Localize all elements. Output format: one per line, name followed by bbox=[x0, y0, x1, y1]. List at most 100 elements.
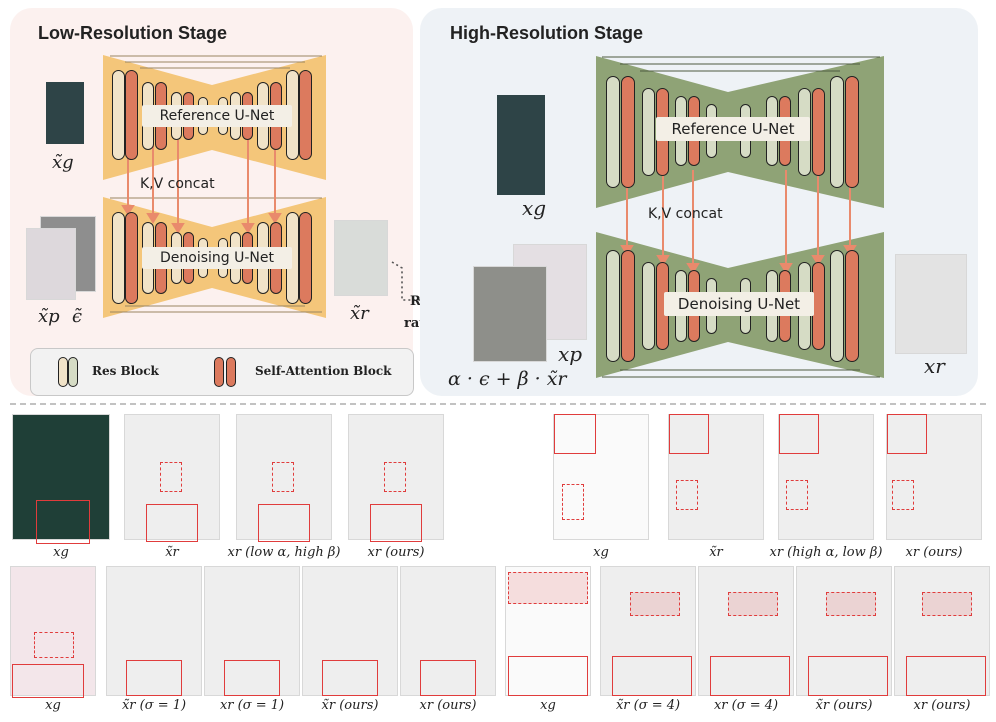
example-caption: x̃r (ours) bbox=[815, 698, 873, 713]
zoom-box bbox=[906, 656, 986, 696]
res-block bbox=[830, 76, 844, 188]
garment-image-low bbox=[46, 82, 84, 144]
example-caption: xr (high α, low β) bbox=[769, 545, 883, 560]
zoom-box bbox=[779, 414, 819, 454]
example-result bbox=[400, 566, 496, 696]
zoom-box bbox=[384, 462, 406, 492]
zoom-box bbox=[676, 480, 698, 510]
label-xp-tilde: x̃p bbox=[38, 306, 60, 327]
example-caption: xr (ours) bbox=[905, 545, 963, 560]
res-block bbox=[606, 76, 620, 188]
low-reference-unet-label: Reference U-Net bbox=[142, 105, 292, 127]
zoom-box bbox=[554, 414, 596, 454]
zoom-box bbox=[146, 504, 198, 542]
example-caption: x̃r (σ = 1) bbox=[121, 698, 187, 713]
example-result bbox=[668, 414, 764, 540]
attention-block bbox=[845, 76, 859, 188]
result-image-low bbox=[334, 220, 388, 296]
zoom-box bbox=[562, 484, 584, 520]
high-denoising-unet-label: Denoising U-Net bbox=[664, 292, 814, 316]
example-result bbox=[600, 566, 696, 696]
example-caption: x̃r (σ = 4) bbox=[615, 698, 681, 713]
section-divider bbox=[10, 403, 986, 405]
res-block bbox=[606, 250, 620, 362]
res-block bbox=[112, 70, 125, 160]
example-result bbox=[698, 566, 794, 696]
label-xr-tilde: x̃r bbox=[350, 303, 369, 324]
label-xp: xp bbox=[558, 342, 583, 366]
zoom-box bbox=[272, 462, 294, 492]
attention-block bbox=[621, 250, 635, 362]
example-caption: x̃r bbox=[165, 545, 179, 560]
legend-res-block-icon bbox=[58, 357, 68, 387]
zoom-box bbox=[508, 656, 588, 696]
attention-block bbox=[812, 88, 825, 176]
low-kv-concat-label: K,V concat bbox=[140, 176, 215, 192]
zoom-box bbox=[887, 414, 927, 454]
example-caption: x̃r (ours) bbox=[321, 698, 379, 713]
low-resolution-stage-panel bbox=[10, 8, 413, 396]
res-block bbox=[642, 88, 655, 176]
example-result bbox=[894, 566, 990, 696]
noisy-image-high bbox=[473, 266, 547, 362]
attention-block bbox=[299, 70, 312, 160]
example-result bbox=[236, 414, 332, 540]
legend-attention-block-icon bbox=[214, 357, 224, 387]
legend-res-block-label: Res Block bbox=[92, 364, 159, 378]
label-xr: xr bbox=[924, 354, 945, 378]
zoom-box bbox=[370, 504, 422, 542]
zoom-box bbox=[922, 592, 972, 616]
res-block bbox=[830, 250, 844, 362]
garment-image-high bbox=[497, 95, 545, 195]
low-denoising-unet-label: Denoising U-Net bbox=[142, 247, 292, 269]
example-caption: xg bbox=[45, 698, 61, 713]
legend-res-block-icon-2 bbox=[68, 357, 78, 387]
zoom-box bbox=[612, 656, 692, 696]
attention-block bbox=[845, 250, 859, 362]
example-result bbox=[348, 414, 444, 540]
attention-block bbox=[125, 70, 138, 160]
example-garment bbox=[505, 566, 591, 696]
label-xg-tilde: x̃g bbox=[52, 152, 74, 173]
zoom-box bbox=[420, 660, 476, 696]
high-reference-unet-label: Reference U-Net bbox=[656, 117, 810, 141]
res-block bbox=[642, 262, 655, 350]
zoom-box bbox=[258, 504, 310, 542]
zoom-box bbox=[808, 656, 888, 696]
zoom-box bbox=[892, 480, 914, 510]
example-caption: xr (ours) bbox=[419, 698, 477, 713]
zoom-box bbox=[126, 660, 182, 696]
example-garment bbox=[12, 414, 110, 540]
label-eps-tilde: ϵ̃ bbox=[72, 306, 83, 327]
example-caption: x̃r bbox=[709, 545, 723, 560]
example-result bbox=[778, 414, 874, 540]
person-image-low bbox=[26, 228, 76, 300]
zoom-box bbox=[160, 462, 182, 492]
example-caption: xg bbox=[593, 545, 609, 560]
example-caption: xr (ours) bbox=[913, 698, 971, 713]
attention-block bbox=[621, 76, 635, 188]
example-result bbox=[204, 566, 300, 696]
example-result bbox=[106, 566, 202, 696]
example-caption: xr (σ = 1) bbox=[219, 698, 285, 713]
zoom-box bbox=[322, 660, 378, 696]
res-block bbox=[112, 212, 125, 304]
label-xg: xg bbox=[522, 196, 547, 220]
zoom-box bbox=[224, 660, 280, 696]
zoom-box bbox=[728, 592, 778, 616]
example-result bbox=[886, 414, 982, 540]
legend-attention-block-label: Self-Attention Block bbox=[255, 364, 392, 378]
legend-attention-block-icon-2 bbox=[226, 357, 236, 387]
result-image-high bbox=[895, 254, 967, 354]
attention-block bbox=[125, 212, 138, 304]
example-result bbox=[124, 414, 220, 540]
zoom-box bbox=[669, 414, 709, 454]
example-result bbox=[302, 566, 398, 696]
zoom-box bbox=[36, 500, 90, 544]
example-caption: xr (σ = 4) bbox=[713, 698, 779, 713]
high-kv-concat-label: K,V concat bbox=[648, 206, 723, 222]
example-caption: xr (low α, high β) bbox=[227, 545, 341, 560]
noise-formula: α · ϵ + β · x̃r bbox=[448, 368, 567, 390]
zoom-box bbox=[826, 592, 876, 616]
high-stage-title: High-Resolution Stage bbox=[450, 23, 643, 43]
